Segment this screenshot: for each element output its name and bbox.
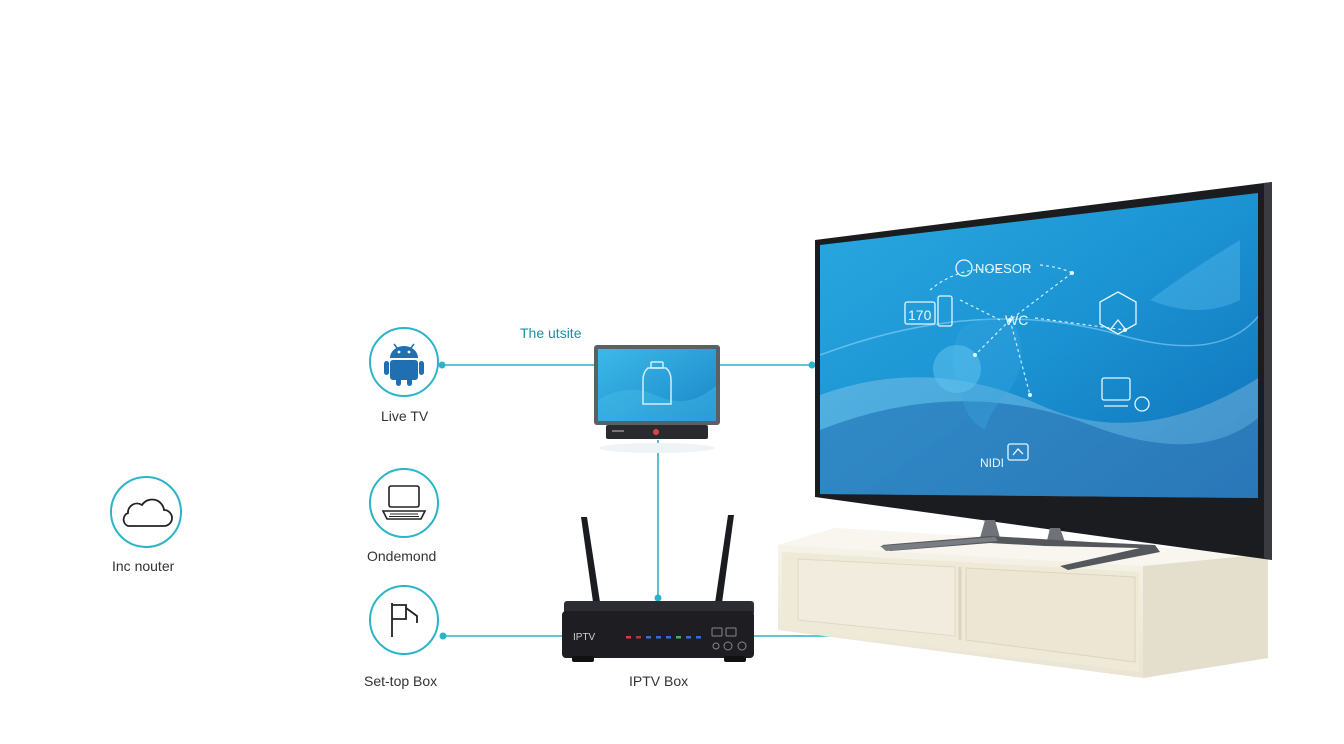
- tv-stand: [778, 528, 1268, 678]
- ondemand-label: Ondemond: [367, 548, 437, 564]
- dot: [439, 632, 447, 640]
- android-icon: [384, 343, 424, 386]
- iptv-box-label: IPTV Box: [629, 673, 689, 689]
- tv-screen-left-text: 170: [908, 307, 932, 323]
- dot: [438, 361, 446, 369]
- ondemand-node: [369, 468, 439, 538]
- dot: [654, 594, 662, 602]
- laptop-icon: [381, 485, 427, 520]
- tv-screen-top-text: NOESOR: [975, 261, 1031, 276]
- screen-network: [929, 264, 1126, 396]
- settop-node: [369, 585, 439, 655]
- router-device: IPTV: [562, 515, 754, 662]
- tv-screen-center-text: WC: [1005, 312, 1028, 328]
- flag-icon: [391, 603, 418, 637]
- cloud-label: Inc nouter: [112, 558, 175, 574]
- screen-blob: [933, 345, 981, 393]
- live-tv-label: Live TV: [381, 408, 429, 424]
- router-leds: [626, 636, 701, 639]
- router-face-label: IPTV: [573, 632, 596, 643]
- live-tv-node: [369, 327, 439, 397]
- monitor-device: [594, 345, 720, 453]
- screen-icons: [904, 259, 1150, 461]
- dot: [808, 361, 816, 369]
- top-connector-label: The utsite: [520, 325, 582, 341]
- settop-label: Set-top Box: [364, 673, 438, 689]
- tv-screen-bottom-text: NIDI: [980, 456, 1004, 470]
- bottle-icon: [642, 361, 672, 405]
- cloud-node: [110, 476, 182, 548]
- router-ports: [711, 627, 747, 651]
- tv-device: NOESOR 170 WC NIDI: [815, 182, 1272, 570]
- cloud-icon: [122, 498, 173, 527]
